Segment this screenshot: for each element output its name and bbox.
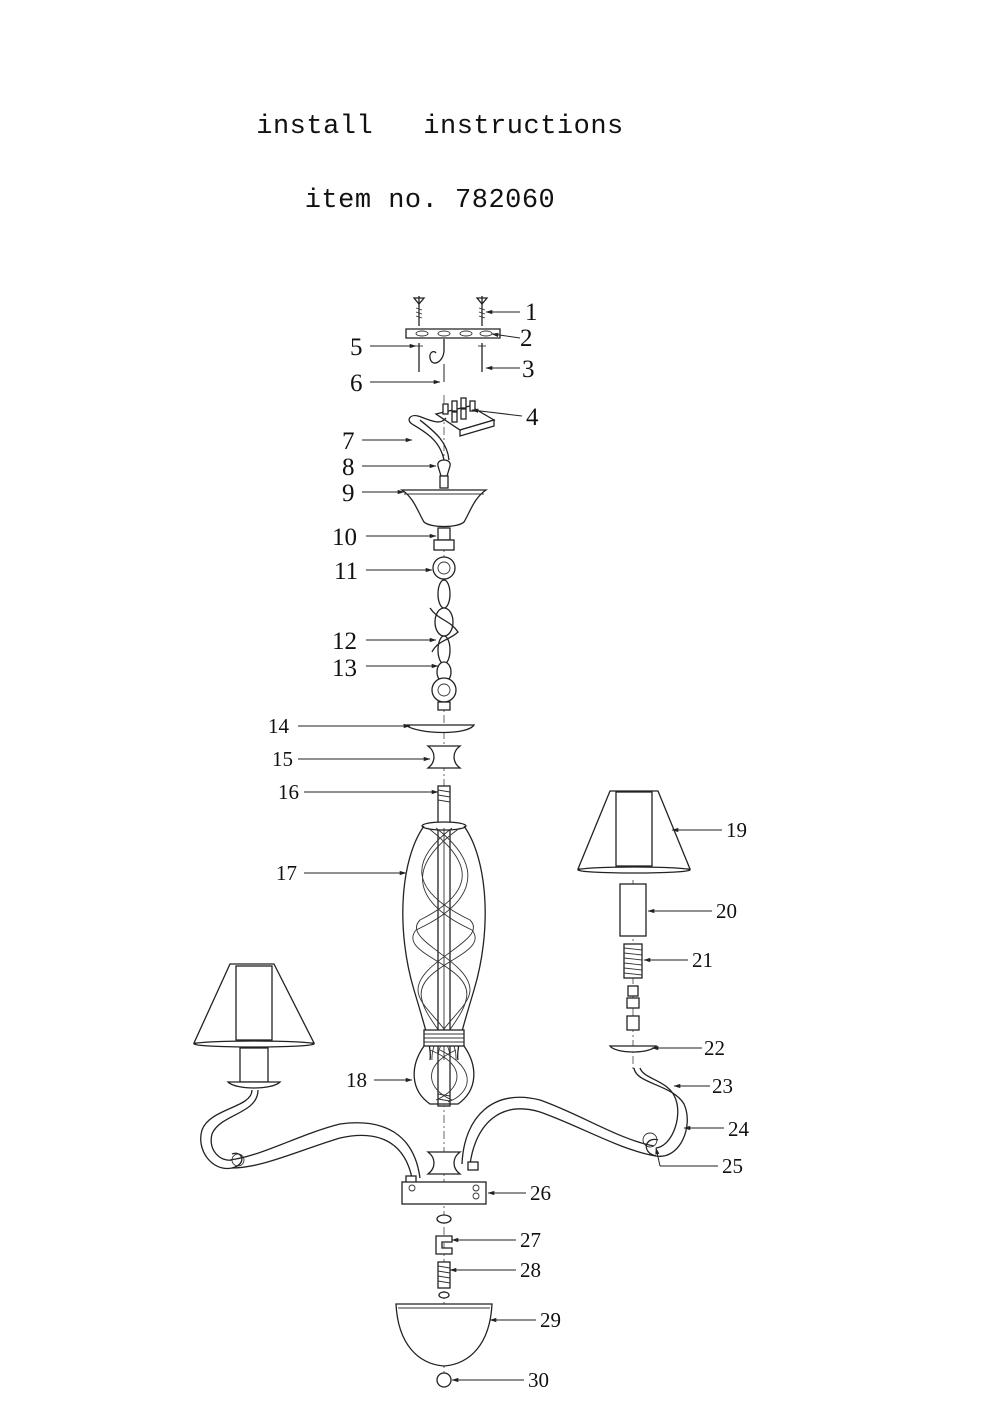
callout-9: 9	[342, 480, 355, 507]
screw-icon	[475, 296, 489, 326]
callout-18: 18	[346, 1068, 367, 1092]
finial-ball	[436, 1372, 452, 1388]
callout-29: 29	[540, 1308, 561, 1332]
callout-13: 13	[332, 655, 357, 682]
callout-26: 26	[530, 1181, 551, 1205]
left-lamp-assembly	[192, 963, 316, 1089]
wall-plug-icon	[415, 343, 486, 372]
callout-8: 8	[342, 454, 355, 481]
callout-11: 11	[334, 558, 358, 585]
scroll-arms	[200, 1067, 688, 1205]
callout-23: 23	[712, 1074, 733, 1098]
mounting-plate-assembly	[405, 296, 501, 372]
callout-1: 1	[525, 299, 538, 326]
bottom-cap	[395, 1303, 493, 1367]
chain-icon	[429, 556, 459, 711]
loop-hook	[437, 459, 451, 477]
callout-5: 5	[350, 334, 363, 361]
callout-22: 22	[704, 1036, 725, 1060]
leader-lines	[298, 309, 724, 1383]
screw-icon	[412, 296, 426, 326]
callout-3: 3	[522, 356, 535, 383]
callout-16: 16	[278, 780, 299, 804]
bobeche-right	[608, 1045, 658, 1053]
callout-25: 25	[722, 1154, 743, 1178]
terminal-block-icon	[434, 397, 496, 437]
callout-17: 17	[276, 861, 297, 885]
candle-sleeve	[619, 883, 647, 937]
callout-labels: 1 2 3 4 5 6 7 8 9 10 11 12 13 14 15 16 1…	[268, 299, 750, 1392]
right-lamp-assembly	[577, 790, 691, 1053]
callout-14: 14	[268, 714, 290, 738]
sheet-title: install instructions	[256, 112, 624, 142]
callout-24: 24	[728, 1117, 750, 1141]
twisted-stem-body	[402, 821, 486, 1105]
callout-20: 20	[716, 899, 737, 923]
callout-7: 7	[342, 428, 355, 455]
callout-10: 10	[332, 524, 357, 551]
ceiling-canopy	[399, 489, 489, 528]
ceiling-hook	[429, 339, 445, 364]
canopy-screw	[437, 527, 451, 541]
mounting-bracket	[405, 328, 501, 339]
callout-28: 28	[520, 1258, 541, 1282]
callout-6: 6	[350, 370, 363, 397]
bottom-hardware	[395, 1214, 493, 1388]
callout-2: 2	[520, 325, 533, 352]
callout-27: 27	[520, 1228, 541, 1252]
arm-mounting-plate	[401, 1181, 487, 1205]
chain-cup	[402, 724, 476, 734]
callout-15: 15	[272, 747, 293, 771]
supply-wires	[408, 414, 447, 461]
callout-4: 4	[526, 404, 539, 431]
callout-19: 19	[726, 818, 747, 842]
spacer-collar	[426, 745, 462, 769]
callout-12: 12	[332, 628, 357, 655]
item-number: item no. 782060	[304, 186, 556, 216]
callout-30: 30	[528, 1368, 549, 1392]
callout-21: 21	[692, 948, 713, 972]
